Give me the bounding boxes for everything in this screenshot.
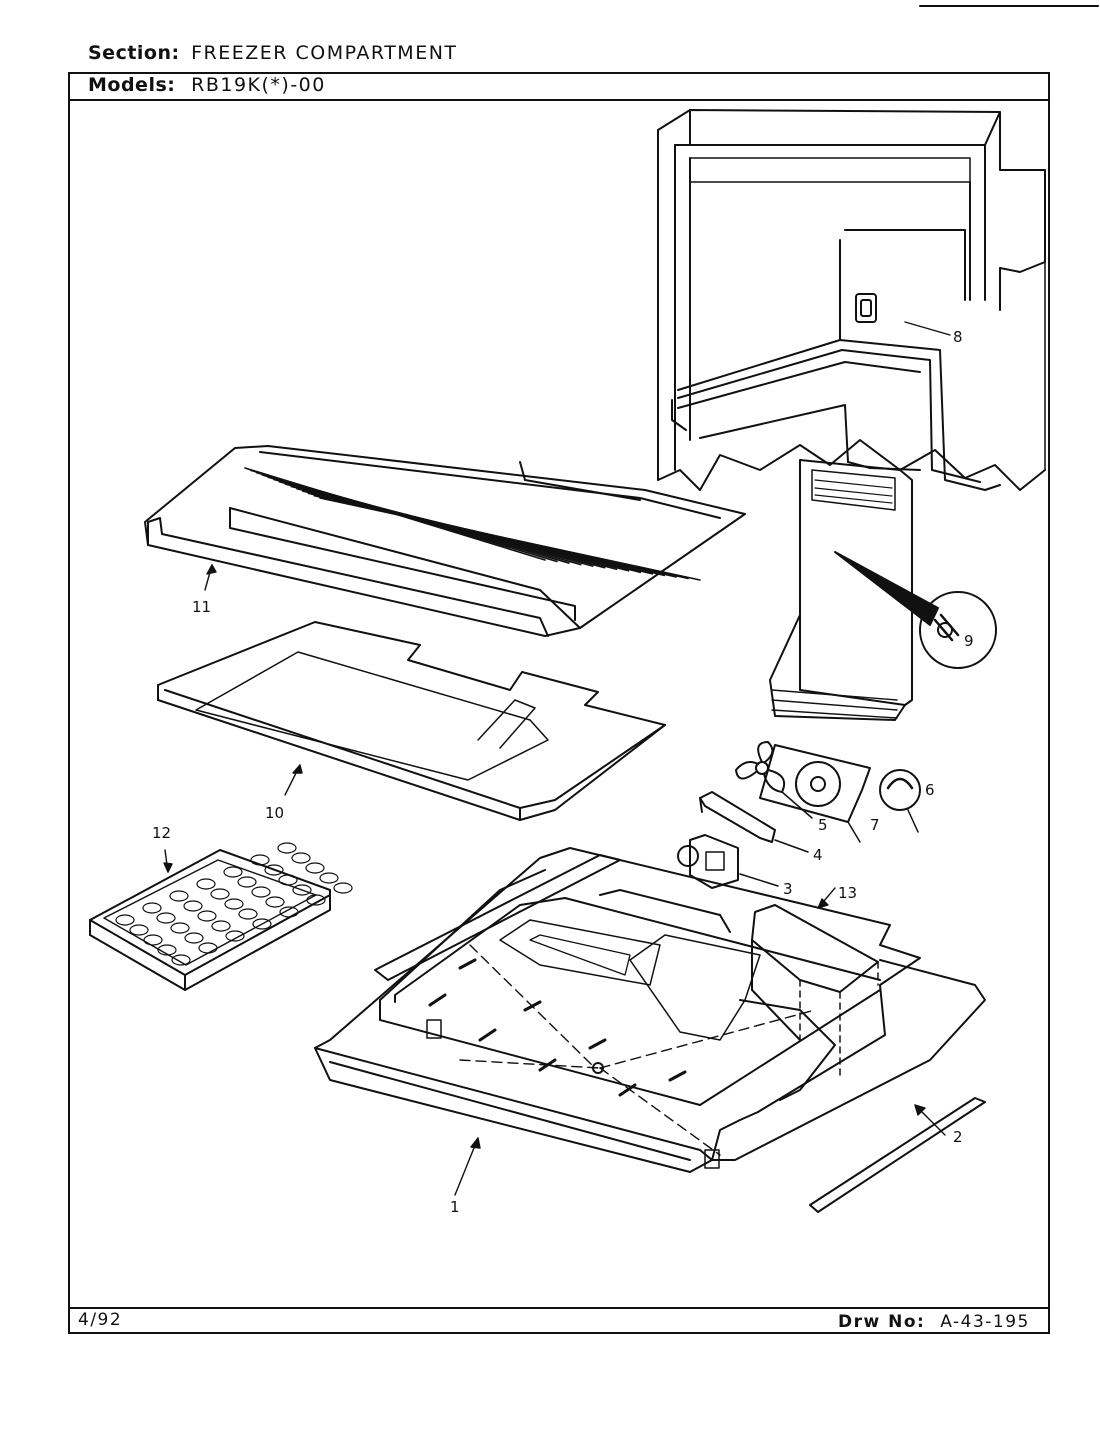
ice-cell <box>306 894 326 906</box>
callout-2: 2 <box>953 1128 963 1146</box>
ice-cell <box>305 862 325 874</box>
ice-cell <box>292 884 312 896</box>
models-label: Models: <box>88 74 176 96</box>
ice-cell <box>223 866 243 878</box>
ice-cell <box>115 914 135 926</box>
ice-cell <box>183 900 203 912</box>
part-9-screw-detail <box>834 551 997 669</box>
ice-cell <box>171 954 191 966</box>
callout-numbers: 11 10 12 1 2 3 4 5 6 7 8 9 13 <box>152 328 974 1216</box>
callout-8: 8 <box>953 328 963 346</box>
ice-cell <box>279 906 299 918</box>
part-11-wire-shelf <box>144 445 746 637</box>
part-1-freezer-floor <box>314 847 921 1173</box>
part-12-ice-tray <box>89 849 331 991</box>
part-10-shelf-liner <box>157 621 666 821</box>
ice-cell <box>250 854 270 866</box>
section-value: FREEZER COMPARTMENT <box>191 42 458 64</box>
ice-cell <box>238 908 258 920</box>
callout-4: 4 <box>813 846 823 864</box>
ice-cell <box>225 930 245 942</box>
callout-6: 6 <box>925 781 935 799</box>
part-6-clip-detail <box>879 769 921 833</box>
callout-9: 9 <box>964 632 974 650</box>
drawing-number: A-43-195 <box>940 1312 1030 1332</box>
callout-10: 10 <box>265 804 284 822</box>
part-4-motor-bracket <box>699 791 809 853</box>
footer-date: 4/92 <box>78 1310 123 1330</box>
ice-cell <box>224 898 244 910</box>
callout-12: 12 <box>152 824 171 842</box>
section-label: Section: <box>88 42 180 64</box>
ice-cell <box>319 872 339 884</box>
ice-cell <box>265 896 285 908</box>
shelf-wire <box>319 497 701 581</box>
ice-cell <box>277 842 297 854</box>
ice-cell <box>196 878 216 890</box>
ice-cell <box>211 920 231 932</box>
ice-cell <box>252 918 272 930</box>
drawing-label: Drw No: <box>838 1312 926 1332</box>
footer-drawing-number: Drw No: A-43-195 <box>838 1312 1030 1332</box>
ice-cell <box>169 890 189 902</box>
ice-cell <box>143 934 163 946</box>
ice-cell <box>264 864 284 876</box>
ice-cell <box>142 902 162 914</box>
part-3-fan-motor <box>677 834 779 889</box>
callout-13: 13 <box>838 884 857 902</box>
cabinet-illustration <box>657 109 1046 491</box>
ice-cell <box>157 944 177 956</box>
ice-cell <box>210 888 230 900</box>
callout-5: 5 <box>818 816 828 834</box>
ice-cell <box>170 922 190 934</box>
ice-cell <box>237 876 257 888</box>
ice-tray-cells <box>115 842 353 966</box>
models-value: RB19K(*)-00 <box>191 74 326 96</box>
part-5-fan-blade <box>735 741 813 819</box>
ice-cell <box>129 924 149 936</box>
ice-cell <box>333 882 353 894</box>
ice-cell <box>291 852 311 864</box>
callout-1: 1 <box>450 1198 460 1216</box>
ice-cell <box>156 912 176 924</box>
part-2-side-trim <box>374 854 986 1213</box>
part-13-cover <box>751 904 879 1081</box>
callout-11: 11 <box>192 598 211 616</box>
part-8-duct-cover <box>769 459 913 721</box>
ice-cell <box>278 874 298 886</box>
models-header: Models: RB19K(*)-00 <box>88 74 326 96</box>
ice-cell <box>251 886 271 898</box>
section-header: Section: FREEZER COMPARTMENT <box>88 42 458 64</box>
callout-3: 3 <box>783 880 793 898</box>
ice-cell <box>184 932 204 944</box>
ice-cell <box>197 910 217 922</box>
ice-cell <box>198 942 218 954</box>
shelf-wire-lines <box>244 467 701 581</box>
part-7-fan-bracket <box>759 744 871 843</box>
drawing-frame <box>68 72 1050 1334</box>
callout-7: 7 <box>870 816 880 834</box>
callout-leaders <box>163 321 951 1196</box>
